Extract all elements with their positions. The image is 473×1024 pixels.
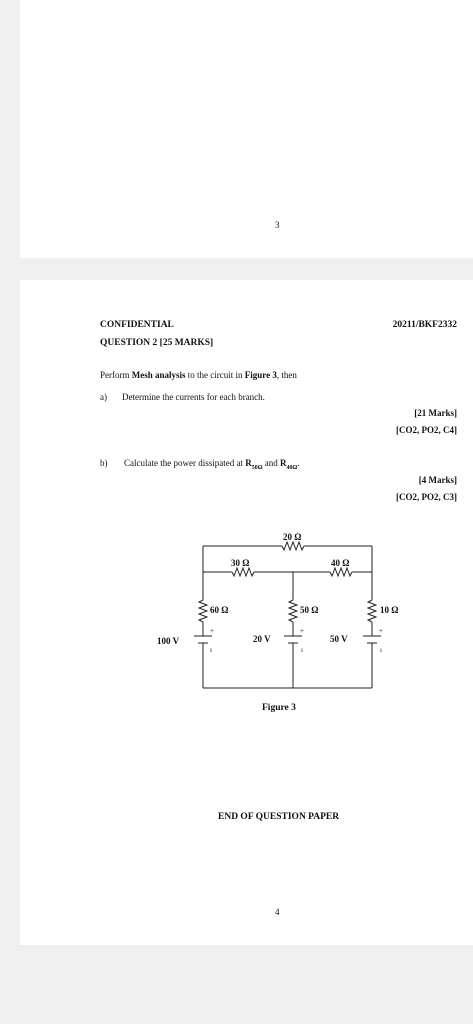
part-a-text: Determine the currents for each branch. [122, 392, 265, 402]
figure-caption: Figure 3 [262, 703, 296, 713]
plus-left: + [210, 627, 214, 635]
intro-suffix: , then [276, 370, 297, 380]
header-confidential: CONFIDENTIAL [100, 320, 174, 330]
intro-figure-ref: Figure 3 [244, 370, 277, 380]
resistor-50 [287, 599, 299, 623]
part-b-outcomes: [CO2, PO2, C3] [396, 492, 457, 502]
page-4: CONFIDENTIAL 20211/BKF2332 QUESTION 2 [2… [20, 280, 473, 945]
label-r50: 50 Ω [300, 605, 318, 615]
intro-bold: Mesh analysis [131, 370, 186, 380]
label-v100: 100 V [157, 636, 180, 646]
minus-center: ı [301, 646, 303, 654]
minus-left: ı [210, 646, 212, 654]
part-b-prefix: Calculate the power dissipated at [124, 458, 246, 468]
label-r20: 20 Ω [283, 532, 301, 542]
part-a-marks: [21 Marks] [414, 408, 457, 418]
header-course-code: 20211/BKF2332 [392, 320, 457, 330]
part-b-r2-sub: 40Ω [286, 464, 298, 471]
resistor-10 [366, 599, 378, 623]
page-number: 3 [275, 220, 280, 230]
page-number: 4 [275, 907, 280, 917]
intro-mid: to the circuit in [185, 370, 245, 380]
resistor-40 [329, 566, 353, 578]
part-b-and: and [262, 458, 281, 468]
part-b-r1: R [245, 458, 252, 468]
page-3: 3 [20, 0, 473, 258]
end-of-paper: END OF QUESTION PAPER [218, 812, 340, 822]
label-r10: 10 Ω [380, 605, 398, 615]
resistor-20 [281, 540, 305, 552]
part-b-end: . [297, 458, 300, 468]
question-intro: Perform Mesh analysis to the circuit in … [100, 370, 297, 380]
label-v20: 20 V [253, 634, 271, 644]
part-b-marks: [4 Marks] [418, 475, 457, 485]
question-title: QUESTION 2 [25 MARKS] [100, 338, 214, 348]
part-b-text: Calculate the power dissipated at R50Ω a… [124, 458, 300, 471]
resistor-60 [197, 599, 209, 623]
part-b-r2: R [280, 458, 287, 468]
label-v50: 50 V [330, 634, 348, 644]
minus-right: ı [380, 646, 382, 654]
resistor-30 [231, 566, 255, 578]
label-r30: 30 Ω [231, 558, 249, 568]
part-b-label: b) [100, 458, 108, 468]
part-b-r1-sub: 50Ω [251, 464, 263, 471]
label-r60: 60 Ω [210, 605, 228, 615]
part-a-outcomes: [CO2, PO2, C4] [396, 425, 457, 435]
part-a-label: a) [100, 392, 107, 402]
plus-center: + [300, 627, 304, 635]
label-r40: 40 Ω [331, 558, 349, 568]
plus-right: + [379, 627, 383, 635]
intro-prefix: Perform [100, 370, 132, 380]
circuit-diagram: 20 Ω 30 Ω 40 Ω 60 Ω 50 Ω 10 Ω 100 V 20 V… [157, 532, 398, 689]
